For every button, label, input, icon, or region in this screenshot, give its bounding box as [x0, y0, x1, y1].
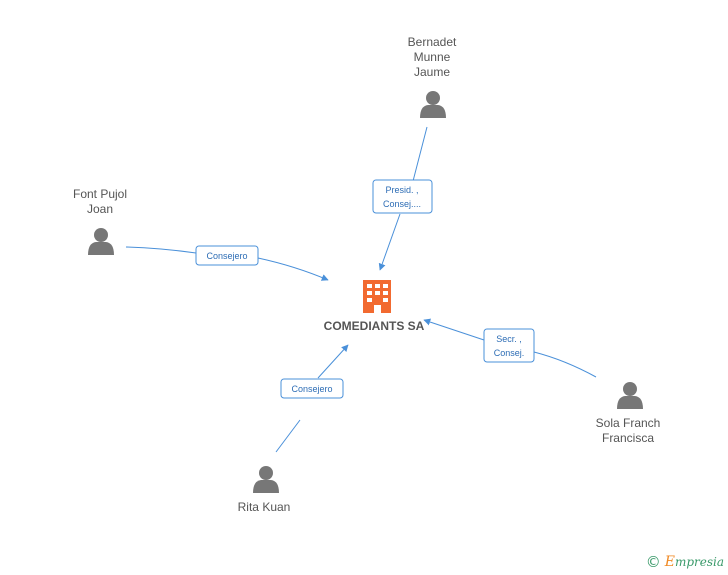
person-name-line: Bernadet [408, 35, 457, 49]
person-name-line: Joan [87, 202, 113, 216]
person-icon [88, 228, 114, 255]
edge-sola [424, 320, 597, 378]
relation-label-line: Consejero [291, 384, 332, 394]
building-icon [363, 280, 391, 313]
brand-initial: E [664, 554, 675, 570]
person-name-line: Francisca [602, 431, 654, 445]
relation-label-sola[interactable]: Secr. , Consej. [483, 328, 535, 363]
company-name: COMEDIANTS SA [324, 319, 425, 333]
person-icon [617, 382, 643, 409]
person-icon [420, 91, 446, 118]
person-node-rita[interactable]: Rita Kuan [238, 466, 291, 514]
copyright-icon: © [645, 553, 661, 571]
person-node-bernadet[interactable]: Bernadet Munne Jaume [408, 35, 457, 118]
footer-brand: © Empresia [646, 553, 724, 571]
person-name-line: Font Pujol [73, 187, 127, 201]
person-node-font[interactable]: Font Pujol Joan [73, 187, 127, 255]
person-name-line: Munne [414, 50, 451, 64]
relation-label-line: Consej.... [383, 199, 421, 209]
brand-rest: mpresia [674, 555, 724, 569]
relation-label-font[interactable]: Consejero [195, 245, 259, 266]
relation-label-bernadet[interactable]: Presid. , Consej.... [372, 179, 433, 214]
edge-rita [275, 345, 348, 453]
person-icon [253, 466, 279, 493]
relation-label-line: Consej. [494, 348, 525, 358]
edge-bernadet [380, 126, 428, 270]
person-name-line: Jaume [414, 65, 450, 79]
person-node-sola[interactable]: Sola Franch Francisca [596, 382, 661, 445]
person-name-line: Sola Franch [596, 416, 661, 430]
relation-label-rita[interactable]: Consejero [280, 378, 344, 399]
relation-label-line: Consejero [206, 251, 247, 261]
company-node[interactable]: COMEDIANTS SA [324, 280, 425, 333]
brand-logo: Empresia [665, 554, 724, 570]
edge-font [125, 246, 328, 280]
relation-label-line: Secr. , [496, 334, 522, 344]
person-name-line: Rita Kuan [238, 500, 291, 514]
relation-label-line: Presid. , [385, 185, 418, 195]
